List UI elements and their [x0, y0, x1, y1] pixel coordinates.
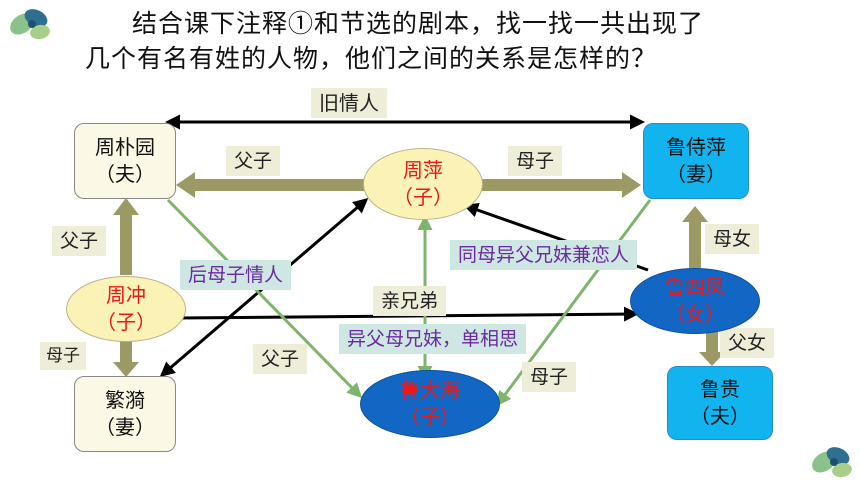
label-mother-daughter: 母女	[705, 224, 760, 254]
leaf-icon	[10, 9, 50, 40]
node-role: （妻）	[95, 415, 155, 439]
node-role: （夫）	[690, 404, 750, 428]
node-zhou-chong: 周冲 （子）	[66, 276, 186, 342]
node-role: （妻）	[666, 162, 726, 186]
label-father-daughter: 父女	[720, 328, 775, 358]
arrow-father-daughter	[699, 330, 725, 366]
arrow-puyuan-to-dahai	[166, 198, 363, 399]
node-name: 周萍	[403, 158, 443, 182]
node-name: 鲁贵	[700, 377, 740, 401]
label-mother-son-top: 母子	[508, 146, 563, 176]
arrow-father-son-left	[113, 198, 139, 275]
label-half-siblings-crush: 异父母兄妹，单相思	[339, 324, 527, 354]
label-half-siblings-love: 同母异父兄妹兼恋人	[450, 240, 638, 270]
node-role: （子）	[393, 185, 453, 209]
question-line-1: 结合课下注释①和节选的剧本，找一找一共出现了	[132, 9, 705, 38]
label-father-son-left: 父子	[52, 226, 107, 256]
label-father-son-top: 父子	[226, 146, 281, 176]
node-role: （夫）	[95, 162, 155, 186]
node-name: 周冲	[106, 283, 146, 307]
node-lu-shiping: 鲁侍萍 （妻）	[643, 123, 749, 199]
label-old-lovers: 旧情人	[311, 88, 387, 118]
label-mother-son-left: 母子	[40, 342, 86, 370]
question-line-2: 几个有名有姓的人物，他们之间的关系是怎样的？	[85, 44, 658, 73]
arrow-mother-daughter	[682, 206, 708, 268]
label-stepmother-love: 后母子情人	[180, 260, 292, 290]
arrow-mother-son-top	[480, 172, 641, 198]
label-father-son-bottom: 父子	[253, 344, 308, 374]
arrow-father-son-top	[176, 172, 365, 198]
node-zhou-ping: 周萍 （子）	[363, 148, 483, 220]
node-role: （女）	[665, 302, 725, 326]
node-fanyi: 繁漪 （妻）	[74, 376, 176, 452]
node-name: 鲁大海	[400, 378, 460, 402]
node-lu-dahai: 鲁大海 （子）	[360, 370, 500, 438]
node-name: 鲁四凤	[665, 275, 725, 299]
leaf-icon	[812, 447, 852, 478]
node-lu-gui: 鲁贵 （夫）	[667, 366, 773, 440]
node-zhou-puyuan: 周朴园 （夫）	[74, 123, 176, 199]
label-mother-son-bottom: 母子	[522, 362, 577, 392]
node-name: 鲁侍萍	[666, 135, 726, 159]
node-lu-sifeng: 鲁四凤 （女）	[630, 268, 760, 334]
label-blood-brothers: 亲兄弟	[373, 286, 447, 316]
node-name: 周朴园	[95, 135, 155, 159]
arrow-mother-son-left	[113, 336, 139, 377]
question-text: 结合课下注释①和节选的剧本，找一找一共出现了 几个有名有姓的人物，他们之间的关系…	[70, 6, 850, 76]
node-name: 繁漪	[105, 388, 145, 412]
node-role: （子）	[96, 310, 156, 334]
node-role: （子）	[400, 405, 460, 429]
